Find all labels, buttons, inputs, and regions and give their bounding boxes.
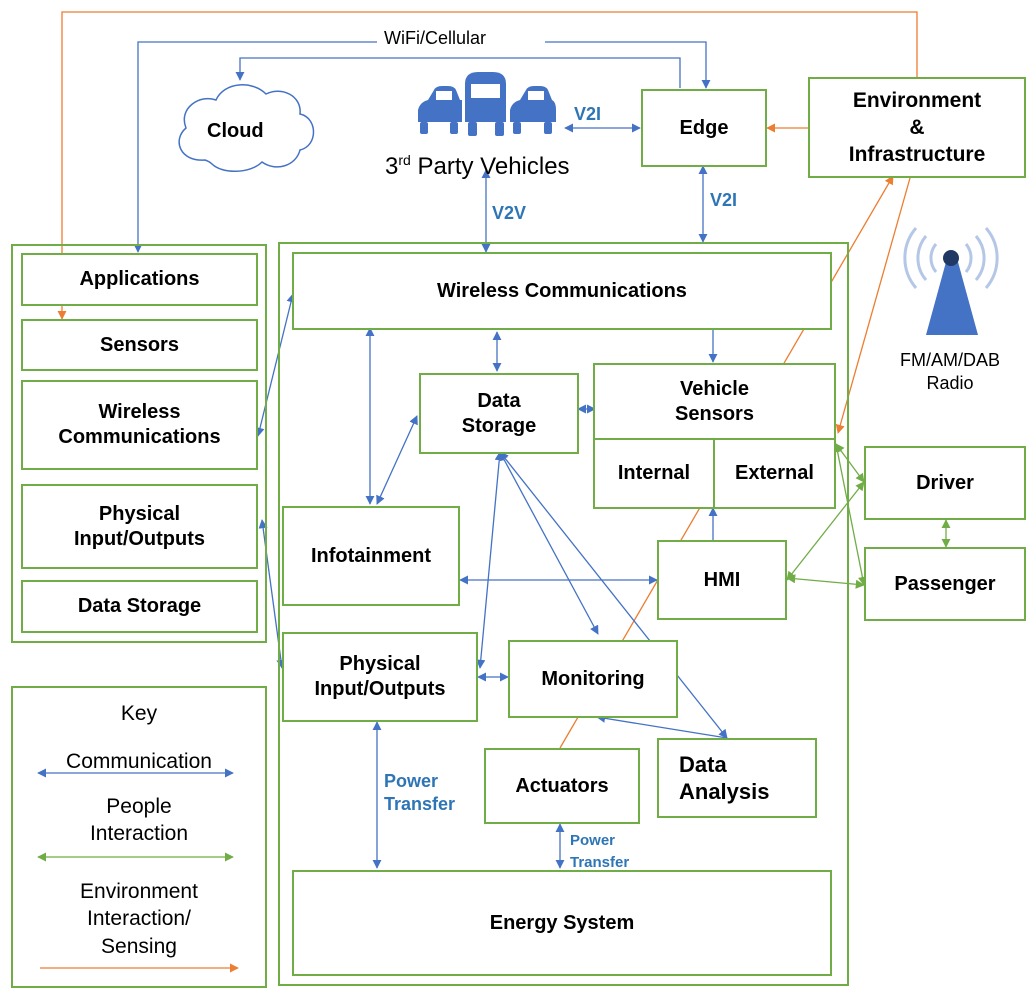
- energy-system-box[interactable]: Energy System: [292, 870, 832, 976]
- environment-infrastructure-label: Environment & Infrastructure: [848, 88, 986, 167]
- key-panel-frame: [11, 686, 267, 988]
- energy-system-label: Energy System: [489, 911, 635, 934]
- left-panel-frame: [11, 244, 267, 643]
- actuators-label: Actuators: [515, 774, 609, 797]
- left-data-storage-box[interactable]: Data Storage: [21, 580, 258, 633]
- driver-box[interactable]: Driver: [864, 446, 1026, 520]
- radio-tower-icon: [903, 227, 999, 335]
- vehicle-physical-io-box[interactable]: Physical Input/Outputs: [282, 632, 478, 722]
- vehicle-sensors-label: Vehicle Sensors: [675, 378, 754, 425]
- left-applications-box[interactable]: Applications: [21, 253, 258, 306]
- power-transfer-right-label: Power Transfer: [570, 832, 630, 871]
- third-party-prefix: 3: [385, 153, 399, 180]
- cloud-icon: [178, 84, 315, 172]
- passenger-box[interactable]: Passenger: [864, 547, 1026, 621]
- left-data-storage-label: Data Storage: [77, 595, 202, 617]
- power-transfer-left-label: Power Transfer: [384, 771, 456, 815]
- left-physical-io-label: Physical Input/Outputs: [73, 502, 206, 550]
- key-title: Key: [120, 702, 158, 725]
- cloud-label: Cloud: [207, 120, 264, 142]
- external-sensors-label: External: [735, 462, 814, 484]
- key-communication-label: Communication: [66, 750, 212, 773]
- communication-lines: [37, 41, 728, 869]
- key-people-label: People Interaction: [89, 795, 189, 846]
- v2v-label: V2V: [492, 203, 527, 223]
- v2i-side-label: V2I: [710, 190, 738, 210]
- edge-box[interactable]: Edge: [641, 89, 767, 167]
- passenger-label: Passenger: [894, 572, 996, 595]
- key-environment-label: Environment Interaction/ Sensing: [80, 880, 198, 958]
- monitoring-label: Monitoring: [541, 667, 645, 690]
- third-party-sup: rd: [398, 152, 411, 168]
- data-analysis-box[interactable]: Data Analysis: [657, 738, 817, 818]
- left-sensors-label: Sensors: [100, 333, 179, 356]
- data-analysis-label: Data Analysis: [679, 751, 770, 805]
- infotainment-box[interactable]: Infotainment: [282, 506, 460, 606]
- wifi-cellular-label: WiFi/Cellular: [380, 28, 491, 49]
- people-interaction-lines: [37, 443, 951, 862]
- left-wireless-box[interactable]: Wireless Communications: [21, 380, 258, 470]
- left-applications-label: Applications: [79, 268, 200, 290]
- vehicle-wireless-label: Wireless Communications: [437, 279, 687, 302]
- infotainment-label: Infotainment: [311, 544, 431, 567]
- vehicles-icon: [418, 72, 556, 136]
- internal-sensors-label: Internal: [617, 462, 691, 484]
- hmi-box[interactable]: HMI: [657, 540, 787, 620]
- monitoring-box[interactable]: Monitoring: [508, 640, 678, 718]
- hmi-label: HMI: [703, 568, 741, 591]
- third-party-vehicles-label: 3rd Party Vehicles: [385, 152, 570, 181]
- radio-label: FM/AM/DAB Radio: [899, 350, 1000, 393]
- vehicle-physical-io-label: Physical Input/Outputs: [314, 653, 446, 700]
- actuators-box[interactable]: Actuators: [484, 748, 640, 824]
- edge-label: Edge: [679, 116, 729, 139]
- driver-label: Driver: [916, 471, 974, 494]
- left-wireless-label: Wireless Communications: [58, 401, 221, 448]
- external-sensors-box[interactable]: External: [713, 438, 836, 509]
- v2i-top-label: V2I: [574, 104, 602, 124]
- left-physical-io-box[interactable]: Physical Input/Outputs: [21, 484, 258, 569]
- vehicle-data-storage-box[interactable]: Data Storage: [419, 373, 579, 454]
- environment-infrastructure-box[interactable]: Environment & Infrastructure: [808, 77, 1026, 178]
- third-party-text: Party Vehicles: [417, 153, 570, 180]
- internal-sensors-box[interactable]: Internal: [593, 438, 715, 509]
- vehicle-data-storage-label: Data Storage: [461, 389, 537, 437]
- vehicle-wireless-box[interactable]: Wireless Communications: [292, 252, 832, 330]
- vehicle-frame: [278, 242, 849, 986]
- left-sensors-box[interactable]: Sensors: [21, 319, 258, 371]
